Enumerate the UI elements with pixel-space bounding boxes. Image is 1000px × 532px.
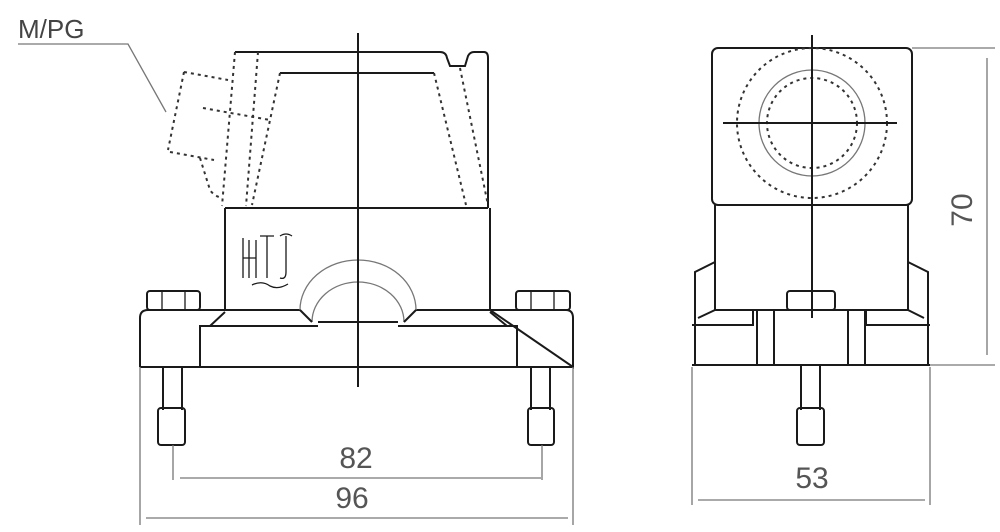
cable-entry-label: M/PG (18, 14, 84, 44)
dimension-96 (139, 367, 574, 525)
hts-logo (242, 233, 293, 289)
side-nut (786, 290, 836, 311)
side-view: 53 70 (691, 35, 995, 505)
dimension-53-text: 53 (795, 462, 828, 495)
dimension-70 (912, 47, 995, 366)
bolt-head-left (146, 290, 201, 311)
cable-gland-hidden (167, 71, 271, 199)
hood-outline (235, 51, 489, 208)
front-view: M/PG (18, 14, 574, 525)
cable-entry-leader (18, 43, 167, 113)
screw-left (157, 367, 186, 446)
dimension-82-text: 82 (339, 442, 372, 475)
screw-right (527, 367, 555, 446)
housing-body (224, 208, 491, 310)
dimension-96-text: 96 (335, 482, 368, 515)
bolt-head-right (515, 290, 571, 311)
side-screw (796, 365, 825, 446)
dimension-70-text: 70 (946, 193, 979, 226)
base-flange (139, 309, 574, 369)
dimension-53 (691, 367, 931, 505)
side-flange (692, 261, 930, 366)
dimension-82 (172, 445, 543, 480)
